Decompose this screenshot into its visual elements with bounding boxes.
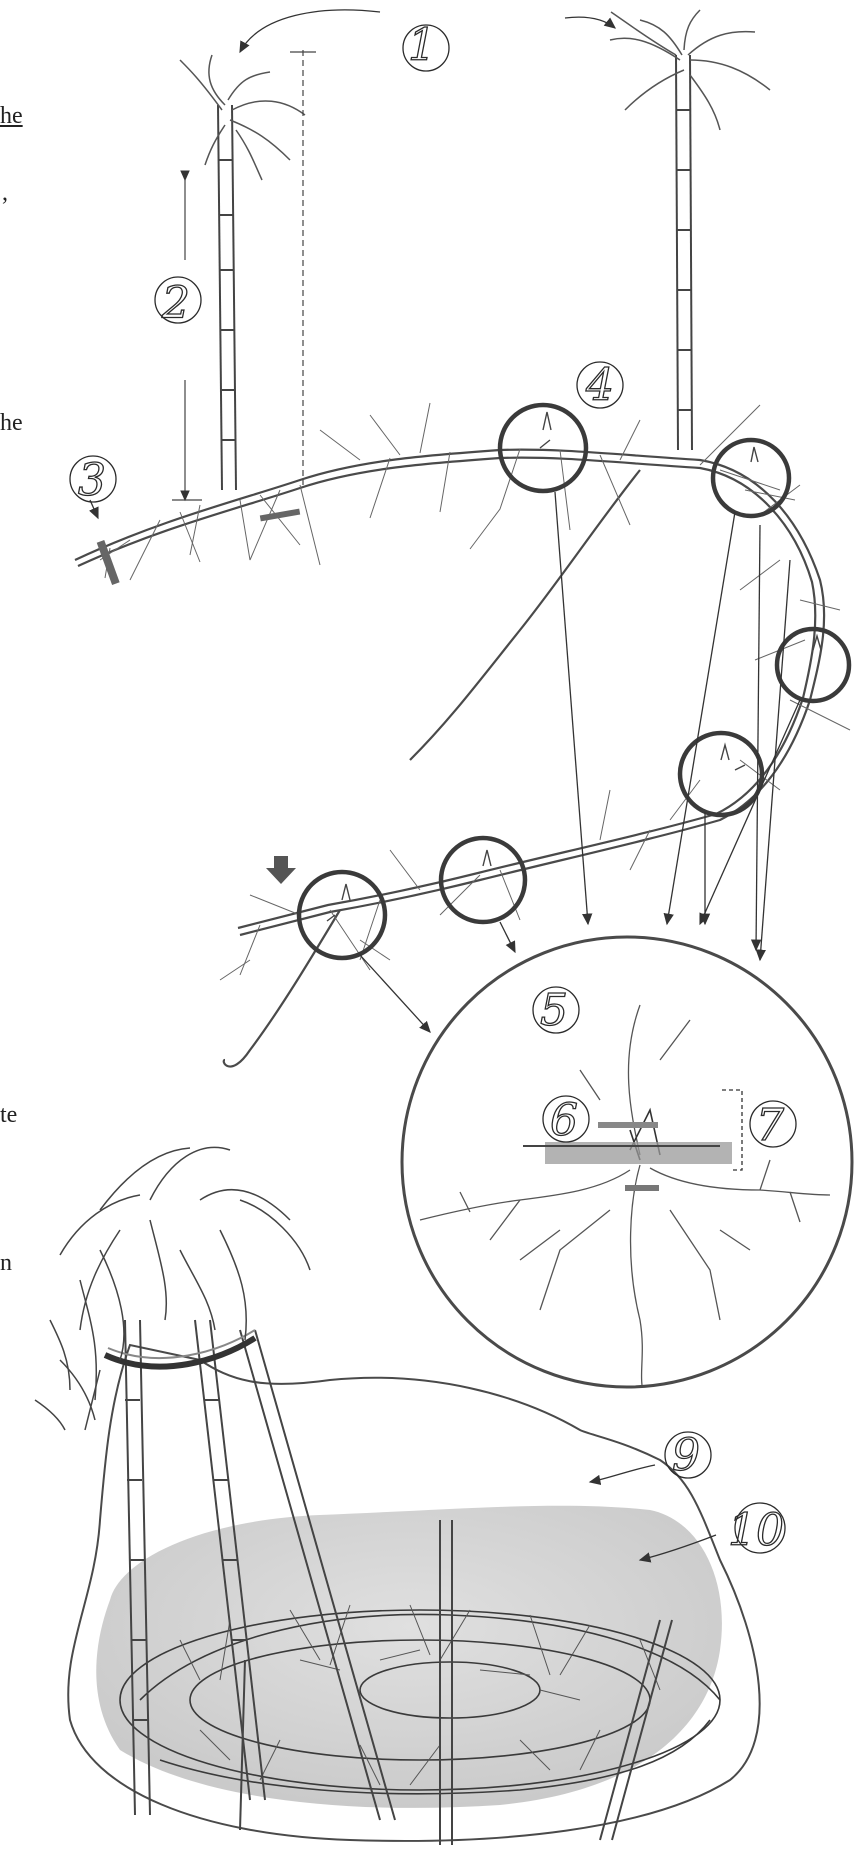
height-dimension-lines bbox=[172, 50, 316, 500]
cut-band-bottom bbox=[625, 1185, 659, 1191]
label-number-circles bbox=[70, 25, 796, 1553]
down-arrow-marker bbox=[266, 856, 296, 884]
cut-band-top bbox=[598, 1122, 658, 1128]
right-bamboo-culm bbox=[676, 55, 692, 450]
detail-roots bbox=[420, 1005, 830, 1385]
label-1: 1 bbox=[408, 20, 436, 71]
label-5: 5 bbox=[540, 985, 568, 1036]
left-bamboo-leaves bbox=[180, 55, 305, 180]
left-bamboo-culm bbox=[218, 105, 236, 490]
rhizome-network bbox=[75, 450, 824, 1067]
label-4: 4 bbox=[585, 360, 614, 411]
pointer-arrows bbox=[360, 492, 800, 1032]
fine-roots bbox=[100, 403, 850, 980]
cut-marker-left bbox=[97, 540, 120, 585]
soil-shading bbox=[96, 1506, 722, 1808]
label-3: 3 bbox=[78, 455, 106, 506]
label-1-arrow-right bbox=[565, 17, 615, 28]
label-9: 9 bbox=[672, 1430, 700, 1481]
label-1-arrow bbox=[240, 10, 380, 52]
